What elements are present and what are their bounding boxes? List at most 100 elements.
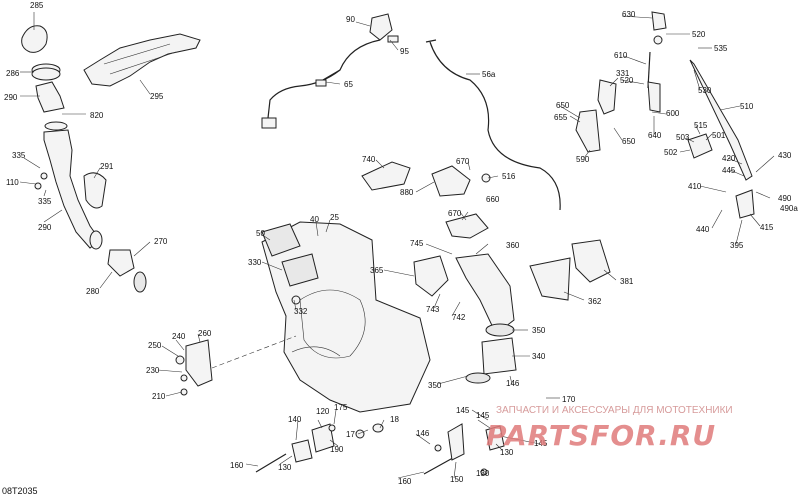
wiring-harness xyxy=(261,13,399,129)
heat-shield-plate xyxy=(83,33,201,87)
callout: 190 xyxy=(330,445,344,454)
reference-code: 08T2035 xyxy=(2,486,38,496)
callout: 490 xyxy=(778,194,792,203)
callout: 740 xyxy=(362,155,376,164)
callout: 250 xyxy=(148,341,162,350)
callout: 145 xyxy=(534,439,548,448)
callout: 600 xyxy=(666,109,680,118)
callout: 290 xyxy=(38,223,52,232)
callout: 640 xyxy=(648,131,662,140)
callout: 332 xyxy=(294,307,308,316)
callout: 17 xyxy=(346,430,355,439)
callout: 743 xyxy=(426,305,440,314)
callout: 630 xyxy=(622,10,636,19)
callout: 503 xyxy=(676,133,690,142)
callout: 745 xyxy=(410,239,424,248)
callout: 410 xyxy=(688,182,702,191)
callout: 140 xyxy=(288,415,302,424)
callout: 110 xyxy=(6,178,19,187)
lower-left-fasteners xyxy=(175,335,297,396)
callout: 535 xyxy=(714,44,728,53)
callout: 670 xyxy=(456,157,470,166)
callout: 381 xyxy=(620,277,634,286)
callout: 145 xyxy=(476,411,490,420)
callout: 95 xyxy=(400,47,409,56)
callout: 40 xyxy=(310,215,319,224)
callout: 360 xyxy=(506,241,520,250)
callout: 590 xyxy=(576,155,590,164)
callout: 520 xyxy=(692,30,706,39)
callout: 90 xyxy=(346,15,355,24)
callout: 362 xyxy=(588,297,602,306)
air-intake-duct-assembly xyxy=(21,25,147,293)
callout: 335 xyxy=(38,197,52,206)
callout: 880 xyxy=(400,188,414,197)
callout: 50 xyxy=(256,229,265,238)
callout: 350 xyxy=(428,381,442,390)
callout: 120 xyxy=(316,407,330,416)
watermark-logo: PARTSFOR.RU xyxy=(486,419,716,452)
callout: 146 xyxy=(506,379,520,388)
callout: 260 xyxy=(198,329,212,338)
callout: 670 xyxy=(448,209,462,218)
callout: 295 xyxy=(150,92,164,101)
callout: 130 xyxy=(278,463,292,472)
callout: 170 xyxy=(562,395,576,404)
callout: 340 xyxy=(532,352,546,361)
callout: 415 xyxy=(760,223,774,232)
callout: 160 xyxy=(230,461,244,470)
callout: 650 xyxy=(556,101,570,110)
callout: 530 xyxy=(698,86,712,95)
watermark: ЗАПЧАСТИ И АКСЕССУАРЫ ДЛЯ МОТОТЕХНИКИ PA… xyxy=(486,405,733,452)
callout: 286 xyxy=(6,69,20,78)
callout: 280 xyxy=(86,287,100,296)
callout: 610 xyxy=(614,51,628,60)
callout: 331 xyxy=(616,69,630,78)
callout: 150 xyxy=(450,475,464,484)
callout: 660 xyxy=(486,195,500,204)
callout-labels: 285 286 290 820 295 335 291 110 335 290 … xyxy=(4,1,798,486)
intake-duct-right xyxy=(413,239,611,384)
callout: 655 xyxy=(554,113,568,122)
callout: 515 xyxy=(694,121,708,130)
callout: 516 xyxy=(502,172,516,181)
callout: 65 xyxy=(344,80,353,89)
callout: 501 xyxy=(712,131,726,140)
callout: 240 xyxy=(172,332,186,341)
throttle-cable xyxy=(425,39,561,211)
leader-lines xyxy=(19,12,775,479)
callout: 18 xyxy=(390,415,399,424)
callout: 56a xyxy=(482,70,496,79)
callout: 440 xyxy=(696,225,710,234)
callout: 285 xyxy=(30,1,44,10)
watermark-subtitle: ЗАПЧАСТИ И АКСЕССУАРЫ ДЛЯ МОТОТЕХНИКИ xyxy=(496,405,733,416)
callout: 130 xyxy=(500,448,514,457)
callout: 291 xyxy=(100,162,114,171)
callout: 520 xyxy=(620,76,634,85)
callout: 130 xyxy=(476,469,490,478)
callout: 650 xyxy=(622,137,636,146)
callout: 335 xyxy=(12,151,26,160)
callout: 490a xyxy=(780,204,798,213)
callout: 510 xyxy=(740,102,754,111)
callout: 175 xyxy=(334,403,348,412)
callout: 742 xyxy=(452,313,466,322)
mounting-brackets xyxy=(361,161,491,239)
callout: 395 xyxy=(730,241,744,250)
callout: 420 xyxy=(722,154,736,163)
callout: 365 xyxy=(370,266,384,275)
callout: 160 xyxy=(398,477,412,486)
callout: 430 xyxy=(778,151,792,160)
callout: 445 xyxy=(722,166,736,175)
callout: 145 xyxy=(456,406,470,415)
callout: 350 xyxy=(532,326,546,335)
callout: 820 xyxy=(90,111,104,120)
callout: 210 xyxy=(152,392,166,401)
callout: 230 xyxy=(146,366,160,375)
callout: 330 xyxy=(248,258,262,267)
engine-block xyxy=(261,221,431,413)
drive-components-lower xyxy=(255,423,505,476)
callout: 146 xyxy=(416,429,430,438)
callout: 25 xyxy=(330,213,339,222)
